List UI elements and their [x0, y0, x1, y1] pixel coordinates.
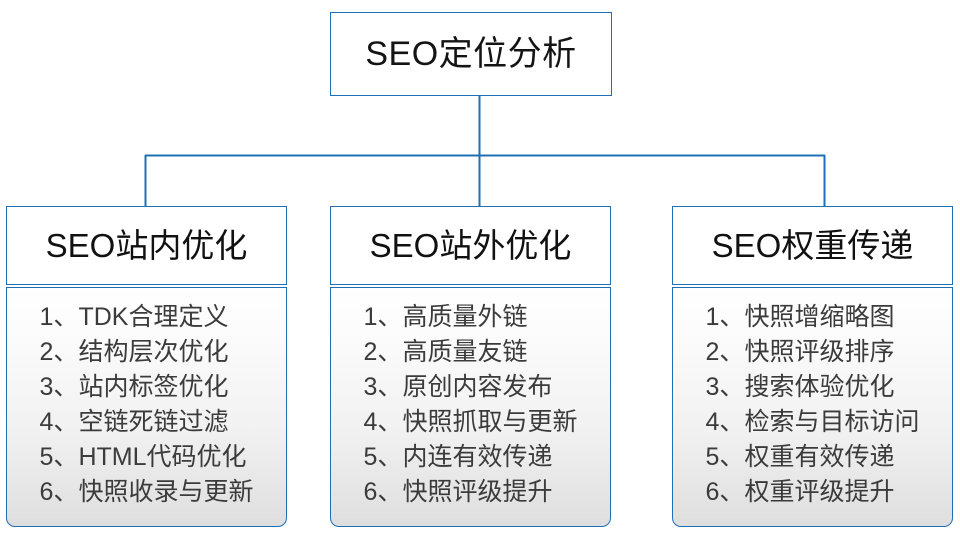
list-item-text: 快照评级排序 [744, 338, 895, 366]
list-item: 2、快照评级排序 [706, 335, 920, 370]
branch-item-list-1: 1、TDK合理定义 2、结构层次优化 3、站内标签优化 4、空链死链过滤 5、H… [40, 300, 254, 510]
list-item: 4、快照抓取与更新 [364, 405, 578, 440]
branch-header-label-3: SEO权重传递 [711, 227, 914, 264]
list-item-text: 高质量外链 [402, 303, 528, 331]
list-item-text: 检索与目标访问 [744, 408, 920, 436]
list-item-index: 1、 [39, 303, 79, 331]
list-item: 4、空链死链过滤 [40, 405, 254, 440]
list-item-text: 内连有效传递 [402, 443, 553, 471]
list-item-text: 结构层次优化 [78, 338, 229, 366]
branch-body-3: 1、快照增缩略图 2、快照评级排序 3、搜索体验优化 4、检索与目标访问 5、权… [672, 287, 953, 527]
list-item-index: 3、 [363, 373, 403, 401]
list-item: 2、高质量友链 [364, 335, 578, 370]
branch-column-1[interactable]: SEO站内优化 1、TDK合理定义 2、结构层次优化 3、站内标签优化 4、空链… [6, 206, 287, 527]
branch-body-1: 1、TDK合理定义 2、结构层次优化 3、站内标签优化 4、空链死链过滤 5、H… [6, 287, 287, 527]
list-item: 5、权重有效传递 [706, 440, 920, 475]
branch-column-3[interactable]: SEO权重传递 1、快照增缩略图 2、快照评级排序 3、搜索体验优化 4、检索与… [672, 206, 953, 527]
list-item-text: 权重有效传递 [744, 443, 895, 471]
list-item: 5、HTML代码优化 [40, 440, 254, 475]
list-item-text: 权重评级提升 [744, 478, 895, 506]
list-item: 5、内连有效传递 [364, 440, 578, 475]
list-item-text: 高质量友链 [402, 338, 528, 366]
list-item: 2、结构层次优化 [40, 335, 254, 370]
root-node[interactable]: SEO定位分析 [330, 12, 612, 96]
list-item: 3、站内标签优化 [40, 370, 254, 405]
list-item-index: 5、 [363, 443, 403, 471]
branch-header-2[interactable]: SEO站外优化 [330, 206, 611, 285]
list-item-text: 原创内容发布 [402, 373, 553, 401]
list-item-index: 2、 [39, 338, 79, 366]
branch-item-list-2: 1、高质量外链 2、高质量友链 3、原创内容发布 4、快照抓取与更新 5、内连有… [364, 300, 578, 510]
list-item-index: 1、 [705, 303, 745, 331]
list-item-text: 搜索体验优化 [744, 373, 895, 401]
list-item: 3、原创内容发布 [364, 370, 578, 405]
list-item-text: 空链死链过滤 [78, 408, 229, 436]
list-item-text: 快照收录与更新 [78, 478, 254, 506]
list-item-index: 2、 [705, 338, 745, 366]
list-item: 1、高质量外链 [364, 300, 578, 335]
list-item-index: 4、 [705, 408, 745, 436]
root-node-label: SEO定位分析 [365, 35, 577, 73]
list-item-text: 站内标签优化 [78, 373, 229, 401]
branch-header-label-2: SEO站外优化 [369, 227, 572, 264]
list-item-index: 4、 [39, 408, 79, 436]
list-item: 1、快照增缩略图 [706, 300, 920, 335]
branch-item-list-3: 1、快照增缩略图 2、快照评级排序 3、搜索体验优化 4、检索与目标访问 5、权… [706, 300, 920, 510]
branch-header-3[interactable]: SEO权重传递 [672, 206, 953, 285]
branch-column-2[interactable]: SEO站外优化 1、高质量外链 2、高质量友链 3、原创内容发布 4、快照抓取与… [330, 206, 611, 527]
list-item-index: 4、 [363, 408, 403, 436]
branch-header-1[interactable]: SEO站内优化 [6, 206, 287, 285]
branch-header-label-1: SEO站内优化 [45, 227, 248, 264]
list-item-index: 5、 [39, 443, 79, 471]
list-item: 1、TDK合理定义 [40, 300, 254, 335]
list-item-index: 5、 [705, 443, 745, 471]
list-item-index: 6、 [705, 478, 745, 506]
list-item: 6、权重评级提升 [706, 475, 920, 510]
list-item: 3、搜索体验优化 [706, 370, 920, 405]
branch-body-2: 1、高质量外链 2、高质量友链 3、原创内容发布 4、快照抓取与更新 5、内连有… [330, 287, 611, 527]
list-item-text: 快照抓取与更新 [402, 408, 578, 436]
list-item-text: 快照评级提升 [402, 478, 553, 506]
list-item-text: HTML代码优化 [78, 443, 247, 471]
list-item: 4、检索与目标访问 [706, 405, 920, 440]
list-item-index: 3、 [705, 373, 745, 401]
list-item-index: 2、 [363, 338, 403, 366]
list-item: 6、快照评级提升 [364, 475, 578, 510]
list-item-index: 3、 [39, 373, 79, 401]
list-item: 6、快照收录与更新 [40, 475, 254, 510]
list-item-index: 6、 [363, 478, 403, 506]
list-item-text: TDK合理定义 [78, 303, 229, 331]
list-item-index: 6、 [39, 478, 79, 506]
list-item-index: 1、 [363, 303, 403, 331]
list-item-text: 快照增缩略图 [744, 303, 895, 331]
